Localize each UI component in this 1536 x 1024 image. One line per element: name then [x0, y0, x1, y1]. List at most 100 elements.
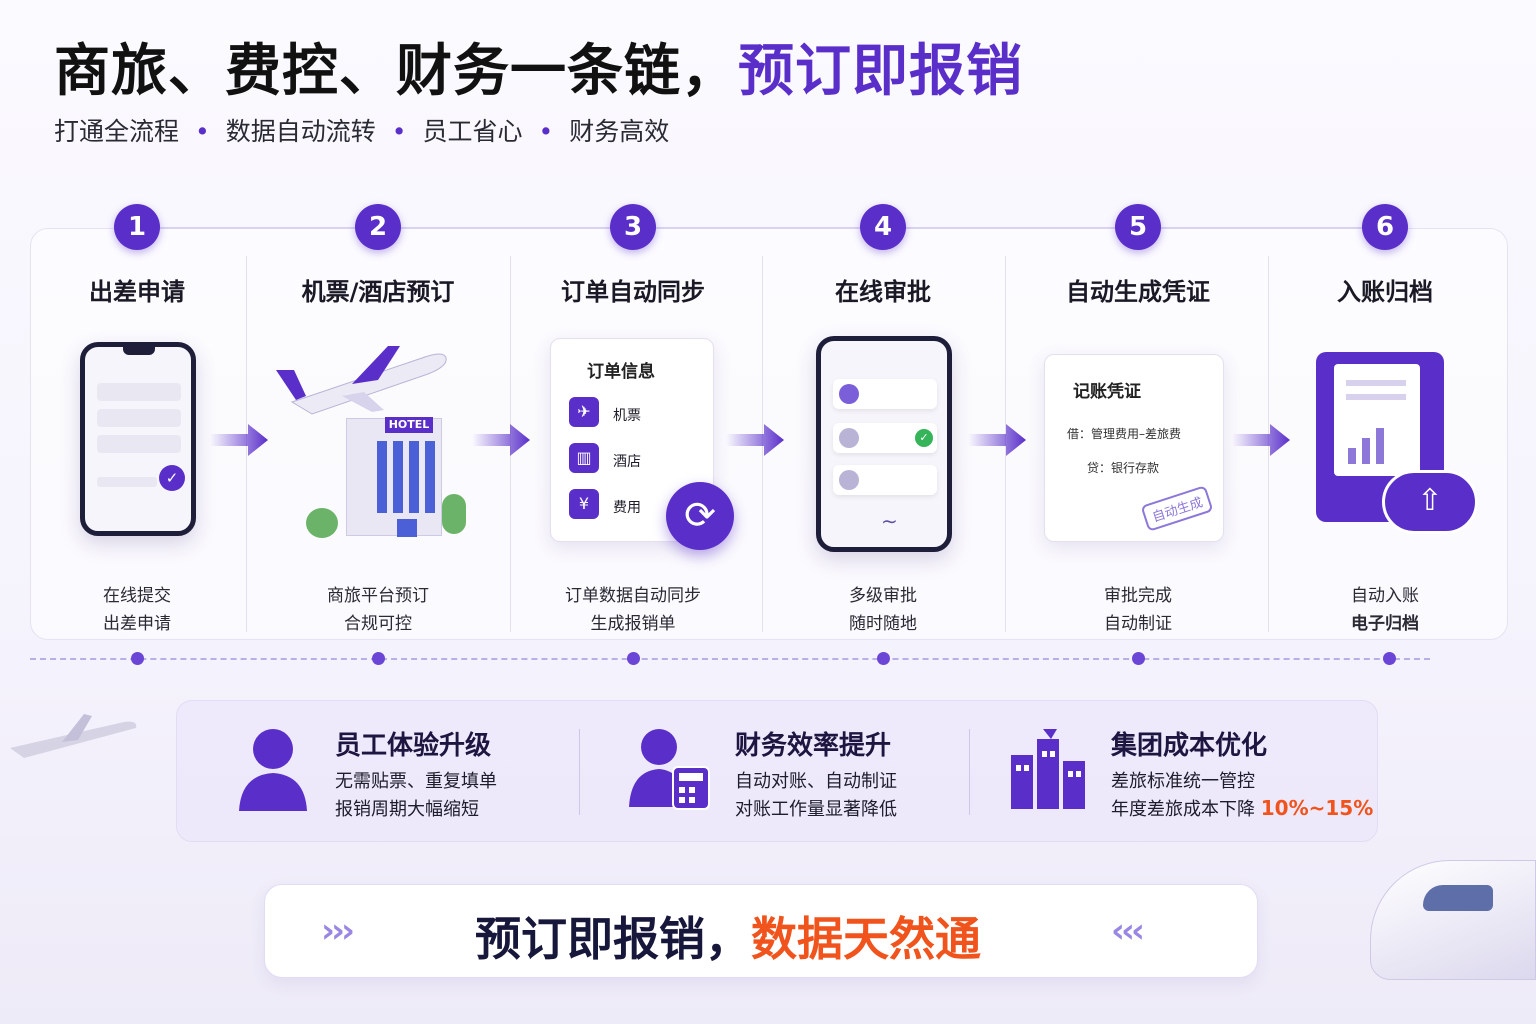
step-desc: 自动入账电子归档	[1260, 582, 1510, 638]
slogan-banner: ››› 预订即报销，数据天然通 ‹‹‹	[264, 884, 1258, 978]
timeline-dot	[627, 652, 640, 665]
timeline-bottom	[30, 658, 1430, 660]
benefit-divider	[969, 729, 970, 815]
subline-item: 财务高效	[569, 117, 670, 146]
step-3: 3 订单自动同步 订单数据自动同步生成报销单	[508, 204, 758, 634]
airplane-icon	[276, 346, 447, 415]
separator-dot: •	[538, 117, 554, 146]
step-6: 6 入账归档 自动入账电子归档	[1260, 204, 1510, 634]
headline-main: 商旅、费控、财务一条链，	[54, 39, 738, 104]
benefit-employee: 员工体验升级 无需贴票、重复填单 报销周期大幅缩短	[177, 701, 577, 843]
step-desc-line: 订单数据自动同步	[565, 586, 701, 606]
hotel-building-illustration: HOTEL	[346, 417, 442, 537]
timeline-dot	[1132, 652, 1145, 665]
benefit-divider	[579, 729, 580, 815]
cost-reduction-value: 10%~15%	[1260, 796, 1374, 820]
phone-application-illustration: ✓	[80, 342, 196, 536]
subline-item: 打通全流程	[54, 117, 180, 146]
step-desc: 订单数据自动同步生成报销单	[508, 582, 758, 638]
yen-icon: ¥	[569, 489, 599, 519]
step-title: 订单自动同步	[561, 278, 705, 306]
timeline-dot	[372, 652, 385, 665]
arrow-right-icon	[968, 424, 1026, 456]
benefit-line: 无需贴票、重复填单	[335, 771, 497, 792]
hotel-sign: HOTEL	[385, 417, 433, 433]
slogan-main: 预订即报销，	[475, 912, 751, 966]
step-desc-line: 随时随地	[849, 614, 917, 634]
benefit-group-cost: 集团成本优化 差旅标准统一管控 年度差旅成本下降 10%~15%	[987, 701, 1377, 843]
chevron-right-icon: ›››	[321, 911, 355, 951]
benefit-finance: 财务效率提升 自动对账、自动制证 对账工作量显著降低	[597, 701, 977, 843]
signature-icon: ∼	[881, 509, 898, 533]
benefits-panel: 员工体验升级 无需贴票、重复填单 报销周期大幅缩短 财务效率提升 自动对账、自动…	[176, 700, 1378, 842]
page-title: 商旅、费控、财务一条链，预订即报销	[54, 26, 1023, 107]
tree-icon	[306, 508, 338, 538]
step-desc-line: 生成报销单	[590, 614, 676, 634]
plane-icon: ✈	[569, 397, 599, 427]
tree-icon	[442, 494, 466, 534]
check-icon: ✓	[159, 465, 185, 491]
subtitle: 打通全流程 • 数据自动流转 • 员工省心 • 财务高效	[54, 112, 669, 148]
step-number: 4	[860, 204, 906, 250]
arrow-right-icon	[1232, 424, 1290, 456]
avatar	[839, 470, 859, 490]
benefit-title: 集团成本优化	[1111, 731, 1268, 761]
building-icon: ▥	[569, 443, 599, 473]
timeline-dot	[1383, 652, 1396, 665]
subline-item: 数据自动流转	[225, 117, 376, 146]
step-2: 2 机票/酒店预订 商旅平台预订合规可控	[253, 204, 503, 634]
separator-dot: •	[391, 117, 407, 146]
step-title: 机票/酒店预订	[301, 278, 455, 306]
benefit-line: 报销周期大幅缩短	[335, 799, 479, 820]
step-number: 2	[355, 204, 401, 250]
step-title: 自动生成凭证	[1066, 278, 1210, 306]
order-item: 机票	[613, 408, 641, 424]
step-title: 入账归档	[1337, 278, 1433, 306]
auto-generated-stamp: 自动生成	[1140, 485, 1214, 532]
benefit-line: 对账工作量显著降低	[735, 799, 897, 820]
step-title: 出差申请	[89, 278, 185, 306]
step-title: 在线审批	[835, 278, 931, 306]
arrow-right-icon	[726, 424, 784, 456]
check-icon: ✓	[915, 429, 933, 447]
order-item: 酒店	[613, 454, 641, 470]
arrow-right-icon	[472, 424, 530, 456]
step-desc: 在线提交出差申请	[12, 582, 262, 638]
city-buildings-icon	[1011, 729, 1085, 809]
benefit-line: 差旅标准统一管控	[1111, 771, 1255, 792]
benefit-title: 员工体验升级	[335, 731, 492, 761]
order-card-title: 订单信息	[587, 362, 655, 382]
benefit-title: 财务效率提升	[735, 731, 892, 761]
subline-item: 员工省心	[422, 117, 523, 146]
arrow-right-icon	[210, 424, 268, 456]
timeline-top	[137, 227, 1387, 229]
step-desc: 商旅平台预订合规可控	[253, 582, 503, 638]
phone-approval-illustration: ✓ ∼	[816, 336, 952, 552]
step-desc-line: 自动入账	[1351, 586, 1419, 606]
headline-accent: 预订即报销	[738, 39, 1023, 104]
finance-person-calculator-icon	[629, 729, 710, 810]
step-desc: 审批完成自动制证	[1013, 582, 1263, 638]
step-5: 5 自动生成凭证 审批完成自动制证	[1013, 204, 1263, 634]
voucher-credit: 贷：银行存款	[1087, 461, 1160, 475]
step-number: 1	[114, 204, 160, 250]
sync-icon: ⟳	[666, 482, 734, 550]
step-desc-line: 出差申请	[103, 614, 171, 634]
step-1: 1 出差申请 在线提交出差申请	[12, 204, 262, 634]
step-number: 3	[610, 204, 656, 250]
timeline-dot	[877, 652, 890, 665]
timeline-dot	[131, 652, 144, 665]
step-desc-line: 自动制证	[1104, 614, 1172, 634]
cloud-upload-icon: ⇧	[1382, 470, 1478, 534]
train-illustration	[1370, 860, 1536, 980]
separator-dot: •	[195, 117, 210, 146]
step-desc-line: 多级审批	[849, 586, 917, 606]
benefit-line: 年度差旅成本下降 10%~15%	[1111, 795, 1373, 821]
avatar	[839, 428, 859, 448]
step-desc-line: 电子归档	[1351, 614, 1419, 634]
chevron-left-icon: ‹‹‹	[1111, 911, 1145, 951]
airplane-icon	[10, 714, 137, 758]
voucher-debit: 借：管理费用–差旅费	[1067, 427, 1182, 441]
step-number: 6	[1362, 204, 1408, 250]
step-4: 4 在线审批 多级审批随时随地	[758, 204, 1008, 634]
